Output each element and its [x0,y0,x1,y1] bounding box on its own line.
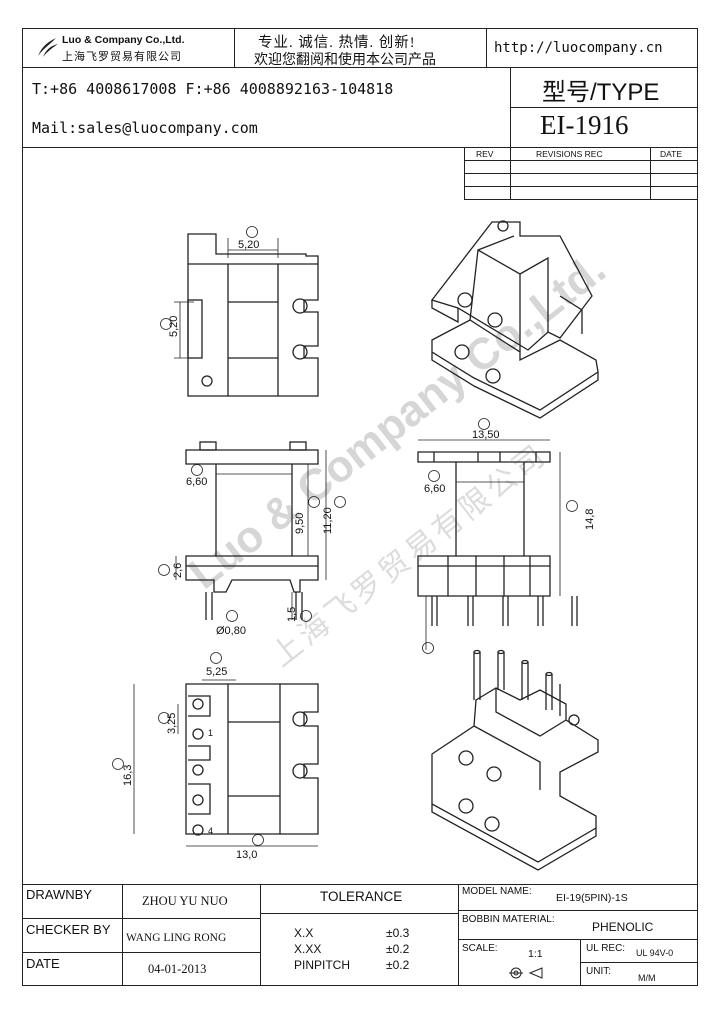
website-link[interactable]: http://luocompany.cn [494,40,663,56]
checker-label: CHECKER BY [26,922,111,937]
slogan-1: 专业. 诚信. 热情. 创新! [258,35,416,51]
date-value: 04-01-2013 [148,962,207,976]
bobbin-label: BOBBIN MATERIAL: [462,914,555,925]
model-name-value: EI-19(5PIN)-1S [556,892,628,904]
ul-label: UL REC: [586,943,626,954]
tol-key-2: X.XX [294,942,322,956]
model-number: EI-1916 [540,110,629,140]
dim-front-c: Ø0,80 [216,625,246,637]
side-view [417,418,578,654]
mail-address: Mail:sales@luocompany.com [32,119,258,137]
bottom-view [112,652,319,847]
checker-value: WANG LING RONG [126,932,227,944]
tol-key-1: X.X [294,926,314,940]
tol-val-2: ±0.2 [386,942,410,956]
tol-key-3: PINPITCH [294,958,351,972]
drawnby-value: ZHOU YU NUO [142,894,228,908]
dim-side-h: 6,60 [424,483,446,495]
company-name-en: Luo & Company Co.,Ltd. [62,34,185,46]
date-label: DATE [26,956,60,971]
dim-side-i: 13,50 [472,429,500,441]
pin-label-1: 1 [208,728,214,738]
dim-side-g: 5,20 [168,315,180,337]
isometric-view-bottom [431,649,599,871]
header: Luo & Company Co.,Ltd. 上海飞罗贸易有限公司 专业. 诚信… [22,28,698,148]
company-name-cn: 上海飞罗贸易有限公司 [62,51,182,63]
model-name-label: MODEL NAME: [462,886,532,897]
technical-drawing [112,220,599,871]
bobbin-value: PHENOLIC [592,920,654,934]
dim-front-j: 2,6 [172,562,184,578]
tolerance-label: TOLERANCE [320,889,403,904]
dim-front-e: 9,50 [294,512,306,534]
revisions-table: REV REVISIONS REC DATE [464,147,698,199]
dim-side-d: 14,8 [584,508,596,530]
tol-val-3: ±0.2 [386,958,410,972]
rev-col-header: REV [476,149,494,159]
isometric-view-top [430,220,599,419]
drawing-frame [22,28,698,986]
drawnby-label: DRAWNBY [26,887,92,902]
title-block: DRAWNBY ZHOU YU NUO CHECKER BY WANG LING… [22,884,698,986]
scale-value: 1:1 [528,948,543,960]
tol-val-1: ±0.3 [386,926,410,940]
projection-symbol-icon [509,967,543,979]
rec-col-header: REVISIONS REC [536,149,603,159]
dim-bottom-n: 13,0 [236,849,258,861]
scale-label: SCALE: [462,943,498,954]
phone-fax: T:+86 4008617008 F:+86 4008892163-104818 [32,80,394,98]
dim-top-g: 5,20 [238,239,260,251]
date-col-header: DATE [660,149,683,159]
dim-front-h: 6,60 [186,476,208,488]
dim-bottom-b: 3,25 [166,712,178,734]
dim-bottom-m: 16,3 [122,764,134,786]
pin-label-4: 4 [208,826,214,836]
top-view [160,226,319,397]
slogan-2: 欢迎您翻阅和使用本公司产品 [254,53,436,68]
ul-value: UL 94V-0 [636,948,674,958]
dim-front-k: 1,5 [286,606,298,622]
unit-value: M/M [638,973,656,983]
unit-label: UNIT: [586,966,611,977]
dim-bottom-a: 5,25 [206,666,228,678]
type-label: 型号/TYPE [542,79,660,106]
dim-front-f: 11,20 [322,507,334,534]
front-view [158,441,346,622]
